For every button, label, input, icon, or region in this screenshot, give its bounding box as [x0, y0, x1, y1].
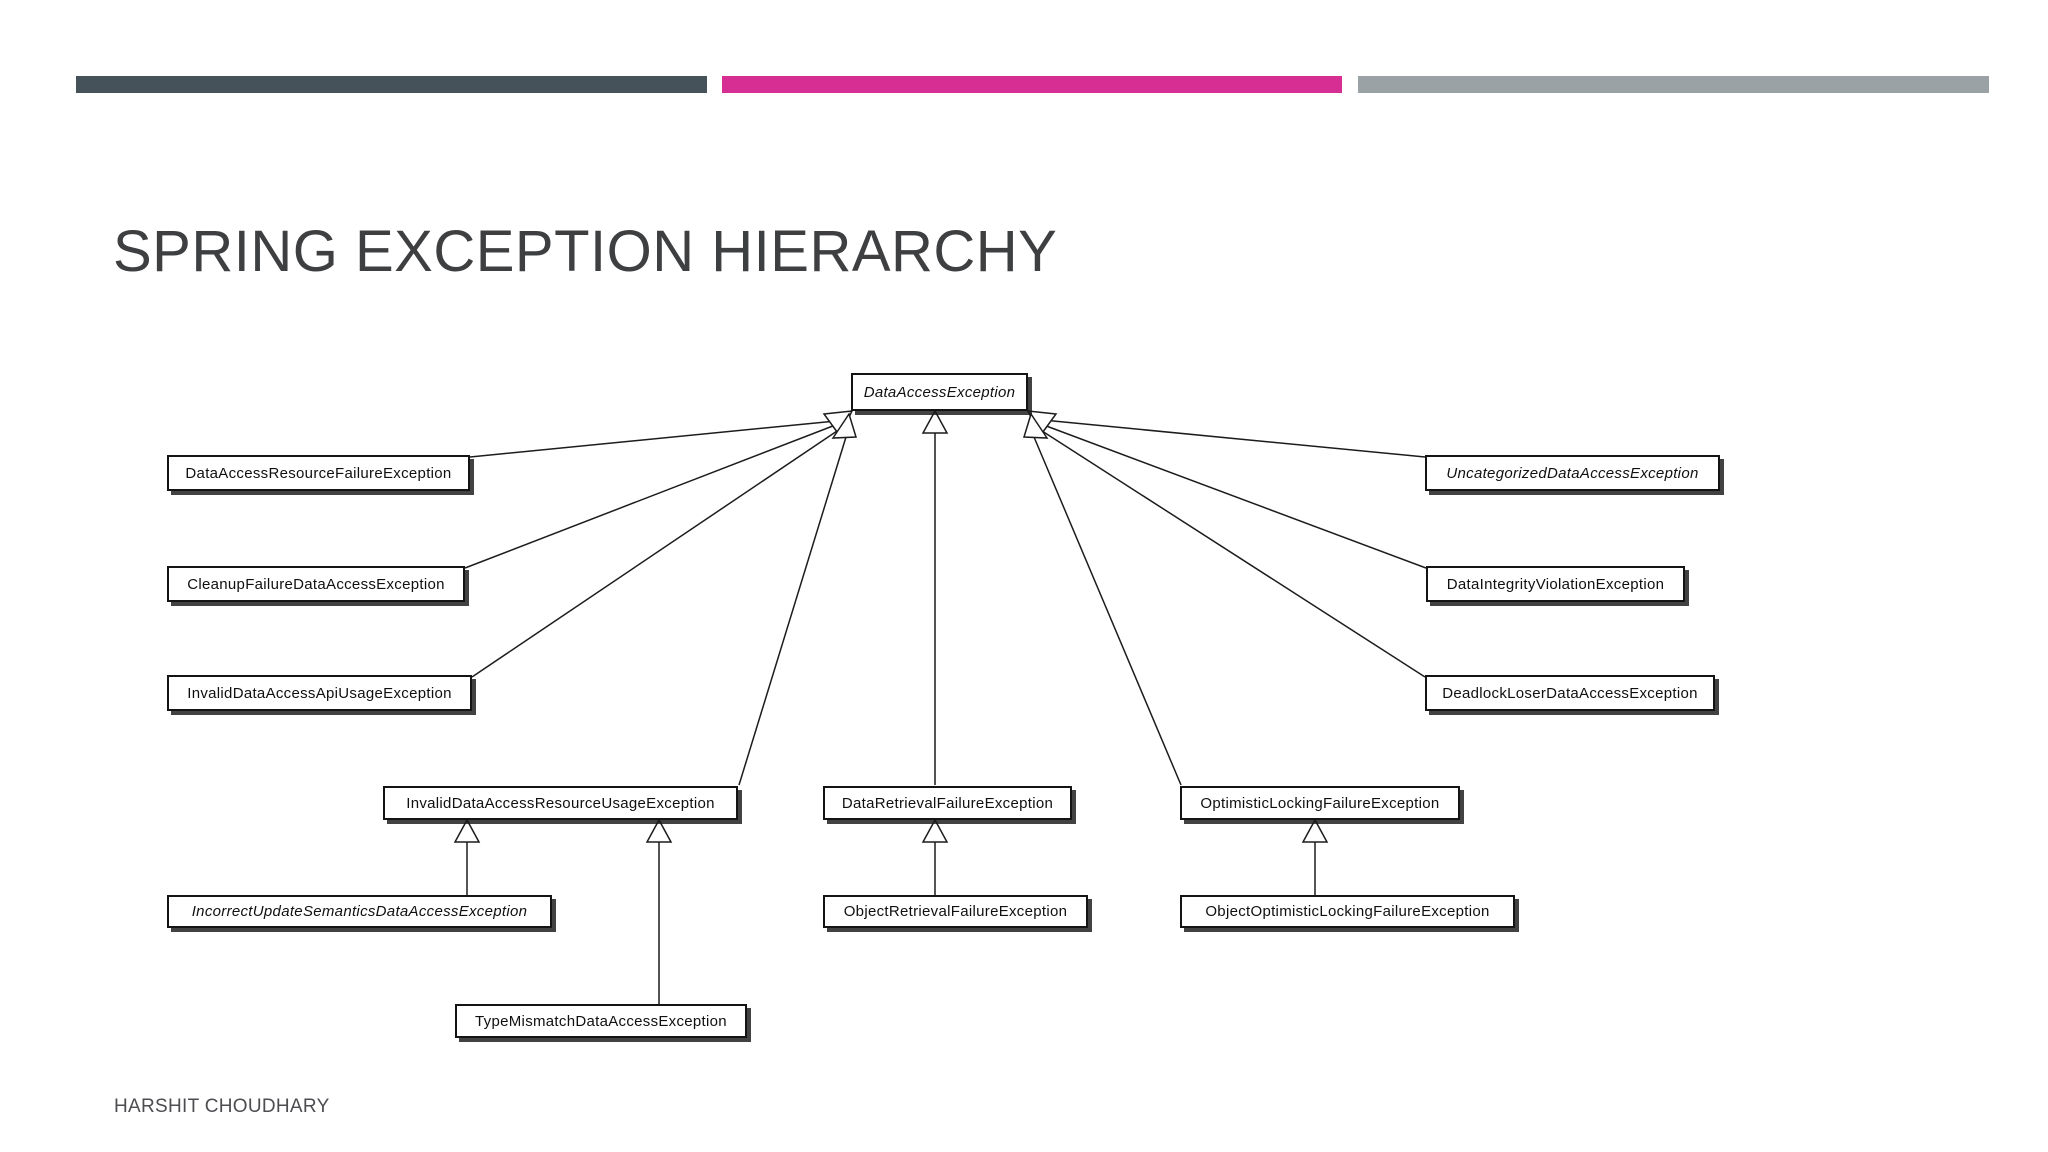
accent-bar-magenta	[722, 76, 1342, 93]
node-object-retrieval-failure-exception: ObjectRetrievalFailureException	[823, 895, 1088, 928]
node-type-mismatch-data-access-exception: TypeMismatchDataAccessException	[455, 1004, 747, 1038]
slide-title: SPRING EXCEPTION HIERARCHY	[113, 219, 1058, 284]
edge-uncategorized	[1042, 419, 1426, 458]
inheritance-arrowhead	[921, 409, 949, 434]
node-invalid-data-access-api-usage-exception: InvalidDataAccessApiUsageException	[167, 675, 472, 711]
node-data-retrieval-failure-exception: DataRetrievalFailureException	[823, 786, 1072, 820]
node-cleanup-failure-data-access-exception: CleanupFailureDataAccessException	[167, 566, 465, 602]
edge-invalidapiusage	[471, 428, 841, 678]
node-object-optimistic-locking-failure-exception: ObjectOptimisticLockingFailureException	[1180, 895, 1515, 928]
author-footer: HARSHIT CHOUDHARY	[114, 1096, 330, 1117]
inheritance-arrowhead	[645, 818, 673, 843]
node-optimistic-locking-failure-exception: OptimisticLockingFailureException	[1180, 786, 1460, 820]
edge-optimisticlocking	[1033, 436, 1182, 786]
node-data-access-exception: DataAccessException	[851, 373, 1028, 411]
accent-bar-dark	[76, 76, 707, 93]
edge-cleanupfailure	[464, 423, 839, 569]
accent-bar-gray	[1358, 76, 1989, 93]
edge-invalidresourceusage	[738, 436, 847, 786]
node-deadlock-loser-data-access-exception: DeadlockLoserDataAccessException	[1425, 675, 1715, 711]
node-data-access-resource-failure-exception: DataAccessResourceFailureException	[167, 455, 470, 491]
inheritance-arrowhead	[921, 818, 949, 843]
edge-dataintegrityviolation	[1040, 423, 1427, 569]
edge-deadlockloser	[1038, 428, 1426, 678]
inheritance-arrowhead	[831, 412, 857, 439]
edge-dataaccessresourcefailure	[469, 420, 837, 458]
node-data-integrity-violation-exception: DataIntegrityViolationException	[1426, 566, 1685, 602]
node-uncategorized-data-access-exception: UncategorizedDataAccessException	[1425, 455, 1720, 491]
inheritance-arrowhead	[1301, 818, 1329, 843]
inheritance-arrowhead	[453, 818, 481, 843]
inheritance-arrowhead	[1023, 412, 1049, 439]
node-incorrect-update-semantics-data-access-exception: IncorrectUpdateSemanticsDataAccessExcept…	[167, 895, 552, 928]
node-invalid-data-access-resource-usage-exception: InvalidDataAccessResourceUsageException	[383, 786, 738, 820]
